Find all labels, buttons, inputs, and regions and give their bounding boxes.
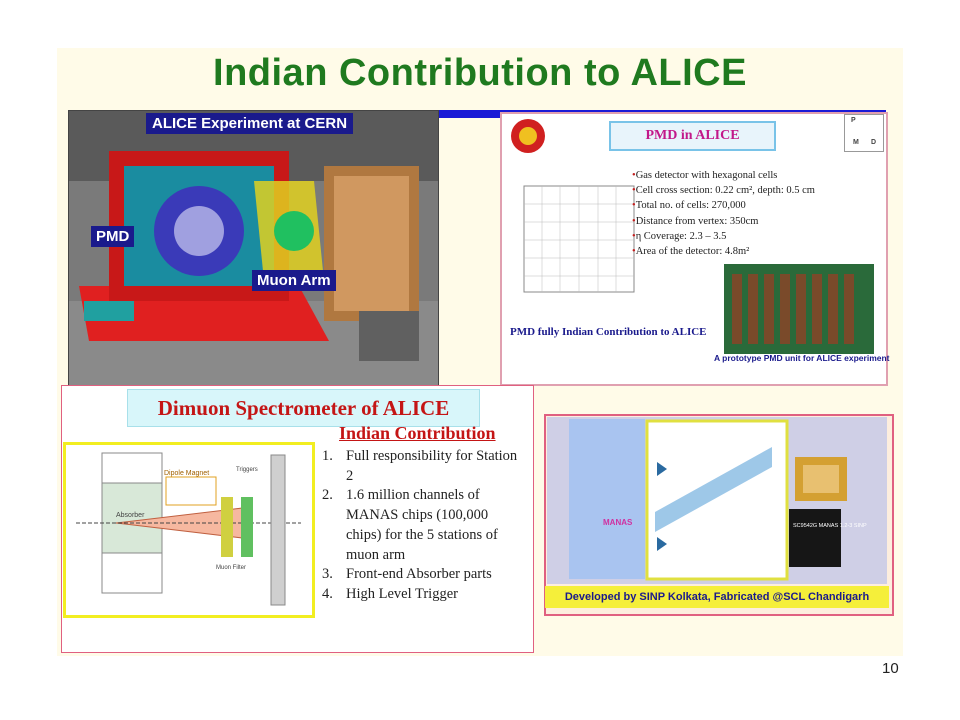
item-text: Full responsibility for Station 2 [346,448,518,484]
indian-contribution-heading: Indian Contribution [339,423,496,443]
manas-name: MANAS [603,518,633,527]
contribution-item: 3. Front-end Absorber parts [322,565,527,585]
item-text: High Level Trigger [346,585,458,602]
pmd-tag: PMD [91,226,135,247]
item-text: Front-end Absorber parts [346,566,492,583]
pmd-bullet: η Coverage: 2.3 – 3.5 [632,229,815,244]
slide-title: Indian Contribution to ALICE [213,52,747,94]
manas-caption: Developed by SINP Kolkata, Fabricated @S… [545,586,889,608]
alice-detector-drawing [69,111,438,386]
item-number: 1. [322,448,333,464]
legend-m: M [853,139,859,146]
contribution-item: 2. 1.6 million channels of MANAS chips (1… [322,486,527,565]
pmd-bullet: Gas detector with hexagonal cells [632,168,815,183]
muon-arm-tag: Muon Arm [252,270,336,291]
dimuon-heading: Dimuon Spectrometer of ALICE [127,389,480,427]
pmd-caption-left: PMD fully Indian Contribution to ALICE [510,326,707,338]
alice-label: ALICE Experiment at CERN [146,113,354,134]
contribution-item: 4. High Level Trigger [322,585,527,605]
pmd-caption-right: A prototype PMD unit for ALICE experimen… [714,353,890,363]
pmd-panel [500,112,888,386]
dimuon-schematic: Dipole Magnet Absorber Muon Filter Trigg… [76,452,301,606]
manas-image: MANAS SC9542G MANAS 1.2-3 SINP [547,417,887,584]
pmd-bullet: Distance from vertex: 350cm [632,214,815,229]
page-number: 10 [882,660,899,677]
dimuon-diagram: Dipole Magnet Absorber Muon Filter Trigg… [63,442,315,618]
absorber-label: Absorber [116,512,145,519]
pmd-bullet: Total no. of cells: 270,000 [632,198,815,213]
pmd-bullet: Cell cross section: 0.22 cm², depth: 0.5… [632,183,815,198]
pmd-legend: P M D [844,114,884,152]
legend-p: P [851,117,856,124]
dipole-label: Dipole Magnet [164,470,209,477]
contribution-list: 1.Full responsibility for Station 2 2.1.… [322,447,527,605]
item-number: 3. [322,566,333,583]
legend-d: D [871,139,877,146]
chip-label: SC9542G MANAS 1.2-3 SINP [793,523,867,529]
pmd-graphics [511,119,874,354]
contribution-item: 1. Full responsibility for Station 2 [322,447,527,486]
pmd-heading: PMD in ALICE [609,121,776,151]
item-text: 1.6 million channels of MANAS chips (100… [346,487,498,563]
manas-graphics: MANAS SC9542G MANAS 1.2-3 SINP [569,419,867,581]
item-number: 2. [322,487,333,504]
alice-detector-image [68,110,439,387]
muon-filter-label: Muon Filter [216,565,246,571]
triggers-label: Triggers [236,467,258,473]
pmd-bullet-list: Gas detector with hexagonal cells Cell c… [632,168,815,259]
pmd-bullet: Area of the detector: 4.8m² [632,244,815,259]
item-number: 4. [322,585,333,602]
